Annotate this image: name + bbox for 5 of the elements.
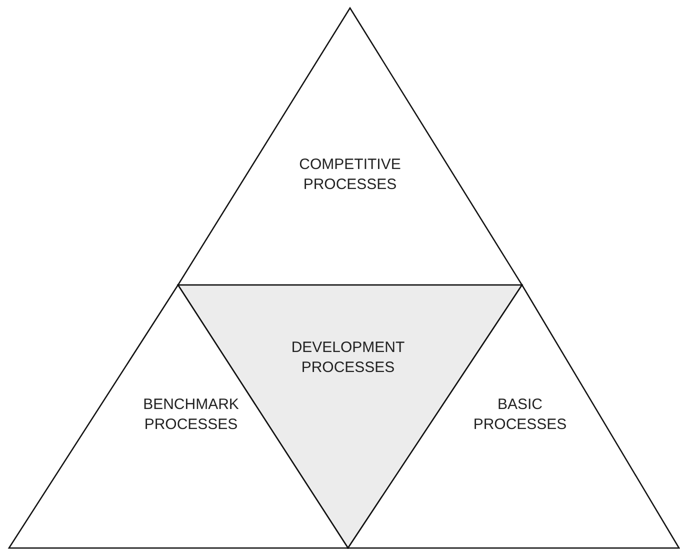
triangle-region xyxy=(178,8,522,285)
region-label: COMPETITIVE PROCESSES xyxy=(298,155,402,195)
region-label: DEVELOPMENT PROCESSES xyxy=(290,338,406,378)
region-label: BASIC PROCESSES xyxy=(472,395,568,435)
region-label: BENCHMARK PROCESSES xyxy=(142,395,240,435)
